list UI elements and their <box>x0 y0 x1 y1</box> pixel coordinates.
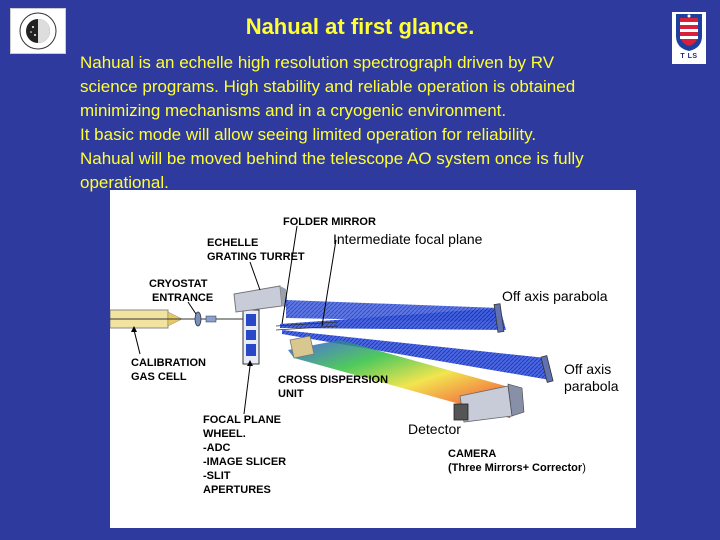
thuringia-shield-icon <box>676 14 702 51</box>
label-line: GRATING TURRET <box>207 251 305 263</box>
arrowhead <box>131 326 137 332</box>
label-line: CRYOSTAT <box>149 278 208 290</box>
label-text: (Three Mirrors+ Corrector <box>448 462 583 474</box>
leader-focal-plane <box>243 365 251 415</box>
echelle-grating-turret <box>233 285 283 313</box>
entrance-optic <box>205 315 217 323</box>
label-echelle: ECHELLE GRATING TURRET <box>207 236 305 264</box>
collimated-beam-upper-2 <box>286 300 500 322</box>
leader-folder-mirror <box>281 225 298 325</box>
folder-ray <box>275 321 339 327</box>
leader-echelle <box>249 261 261 291</box>
label-camera: CAMERA (Three Mirrors+ Corrector) <box>448 447 586 475</box>
label-line: FOCAL PLANE <box>203 414 282 426</box>
label-focal-plane-wheel: FOCAL PLANE WHEEL. -ADC -IMAGE SLICER -S… <box>203 413 286 497</box>
label-off-axis-parabola-1: Off axis parabola <box>502 288 608 304</box>
wheel-slot <box>246 344 256 356</box>
intro-line: Nahual is an echelle high resolution spe… <box>80 53 555 72</box>
label-line: GAS CELL <box>131 371 187 383</box>
intro-line: science programs. High stability and rel… <box>80 77 576 96</box>
label-cross-dispersion: CROSS DISPERSION UNIT <box>278 373 388 401</box>
observatory-seal-icon <box>19 12 57 50</box>
label-line: WHEEL. <box>203 428 246 440</box>
spectrograph-diagram: FOLDER MIRROR Intermediate focal plane E… <box>110 190 636 528</box>
folder-ray <box>275 325 339 331</box>
label-off-axis-parabola-2: Off axis parabola <box>564 361 619 395</box>
intro-line: Nahual will be moved behind the telescop… <box>80 149 584 168</box>
label-line: CROSS DISPERSION <box>278 374 389 386</box>
institution-logo-left <box>10 8 66 54</box>
intro-paragraph: Nahual is an echelle high resolution spe… <box>80 51 700 195</box>
tls-logo: T LS <box>672 12 706 64</box>
cross-dispersion-prism <box>289 335 315 359</box>
label-line: -SLIT <box>203 470 231 482</box>
label-text: ) <box>582 462 586 474</box>
optical-layout <box>110 225 554 423</box>
camera-mirror <box>507 383 525 417</box>
cryostat-entrance-window <box>194 311 202 327</box>
intro-line: minimizing mechanisms and in a cryogenic… <box>80 101 507 120</box>
arrowhead <box>247 360 253 366</box>
leader-cryostat <box>187 301 197 315</box>
leader-calibration <box>133 329 141 355</box>
label-line: parabola <box>564 378 619 394</box>
wheel-slot <box>246 330 256 340</box>
label-line: ENTRANCE <box>149 292 214 304</box>
label-line: CALIBRATION <box>131 357 206 369</box>
label-line: UNIT <box>278 388 304 400</box>
label-cryostat: CRYOSTAT ENTRANCE <box>149 277 213 305</box>
label-line: (Three Mirrors+ Corrector) <box>448 461 586 475</box>
label-line: APERTURES <box>203 484 271 496</box>
page-title: Nahual at first glance. <box>245 14 475 39</box>
label-line: Off axis <box>564 361 612 377</box>
label-detector: Detector <box>408 421 461 437</box>
intro-line: It basic mode will allow seeing limited … <box>80 125 537 144</box>
tls-logo-text: T LS <box>680 53 698 60</box>
label-line: CAMERA <box>448 448 497 460</box>
label-line: -IMAGE SLICER <box>203 456 287 468</box>
off-axis-parabola-1 <box>493 303 505 333</box>
leader-intermediate-focal-plane <box>321 239 337 327</box>
label-folder-mirror: FOLDER MIRROR <box>283 216 376 228</box>
intro-line: operational. <box>80 173 169 192</box>
label-intermediate-focal-plane: Intermediate focal plane <box>333 231 483 247</box>
label-line: ECHELLE <box>207 237 259 249</box>
wheel-slot <box>246 314 256 326</box>
label-calibration-gas-cell: CALIBRATION GAS CELL <box>131 356 206 384</box>
detector <box>453 403 469 421</box>
off-axis-parabola-2 <box>540 355 554 383</box>
label-line: -ADC <box>203 442 231 454</box>
